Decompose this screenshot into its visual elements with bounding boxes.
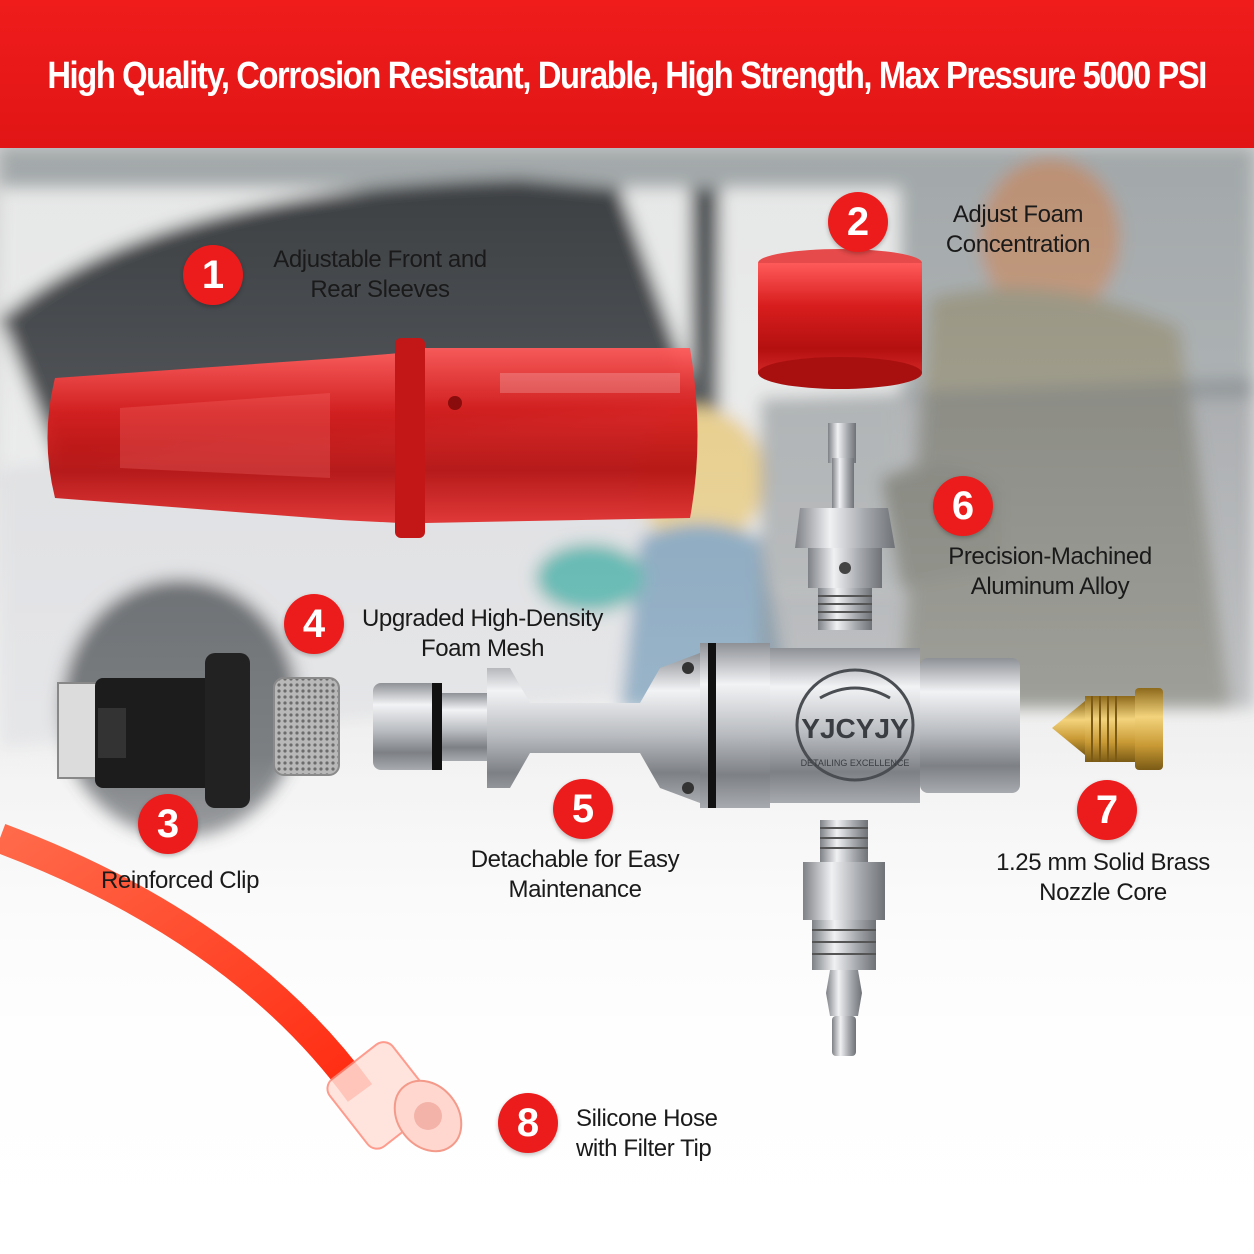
label-7: 1.25 mm Solid Brass Nozzle Core — [996, 849, 1210, 906]
brand-logo: YJCYJY — [801, 713, 909, 744]
label-3: Reinforced Clip — [100, 867, 260, 894]
cap-part — [758, 249, 922, 389]
product-parts: YJCYJY DETAILING EXCELLENCE — [0, 249, 1163, 1153]
brass-nozzle-part — [1052, 688, 1163, 770]
clip-part — [57, 653, 250, 808]
badge-2: 2 — [828, 192, 888, 252]
mesh-part — [273, 677, 340, 776]
badge-3: 3 — [138, 794, 198, 854]
badge-5: 5 — [553, 779, 613, 839]
label-5: Detachable for Easy Maintenance — [470, 846, 680, 903]
product-scene: YJCYJY DETAILING EXCELLENCE — [0, 148, 1254, 1254]
sleeve-part — [47, 338, 698, 538]
bottom-fitting-part — [803, 820, 885, 1056]
label-8: Silicone Hose with Filter Tip — [576, 1105, 718, 1162]
label-6: Precision-Machined Aluminum Alloy — [948, 543, 1152, 600]
brand-logo-subtext: DETAILING EXCELLENCE — [801, 758, 910, 768]
label-1: Adjustable Front and Rear Sleeves — [273, 246, 487, 303]
hose-part — [0, 823, 463, 1153]
badge-1: 1 — [183, 245, 243, 305]
top-fitting-part — [795, 423, 895, 630]
label-4: Upgraded High-Density Foam Mesh — [361, 605, 604, 662]
badge-6: 6 — [933, 476, 993, 536]
label-2: Adjust Foam Concentration — [945, 201, 1091, 258]
badge-7: 7 — [1077, 780, 1137, 840]
banner-title: High Quality, Corrosion Resistant, Durab… — [47, 54, 1208, 97]
badge-8: 8 — [498, 1093, 558, 1153]
top-banner: High Quality, Corrosion Resistant, Durab… — [0, 0, 1254, 148]
main-body-part: YJCYJY DETAILING EXCELLENCE — [373, 643, 1020, 808]
badge-4: 4 — [284, 594, 344, 654]
